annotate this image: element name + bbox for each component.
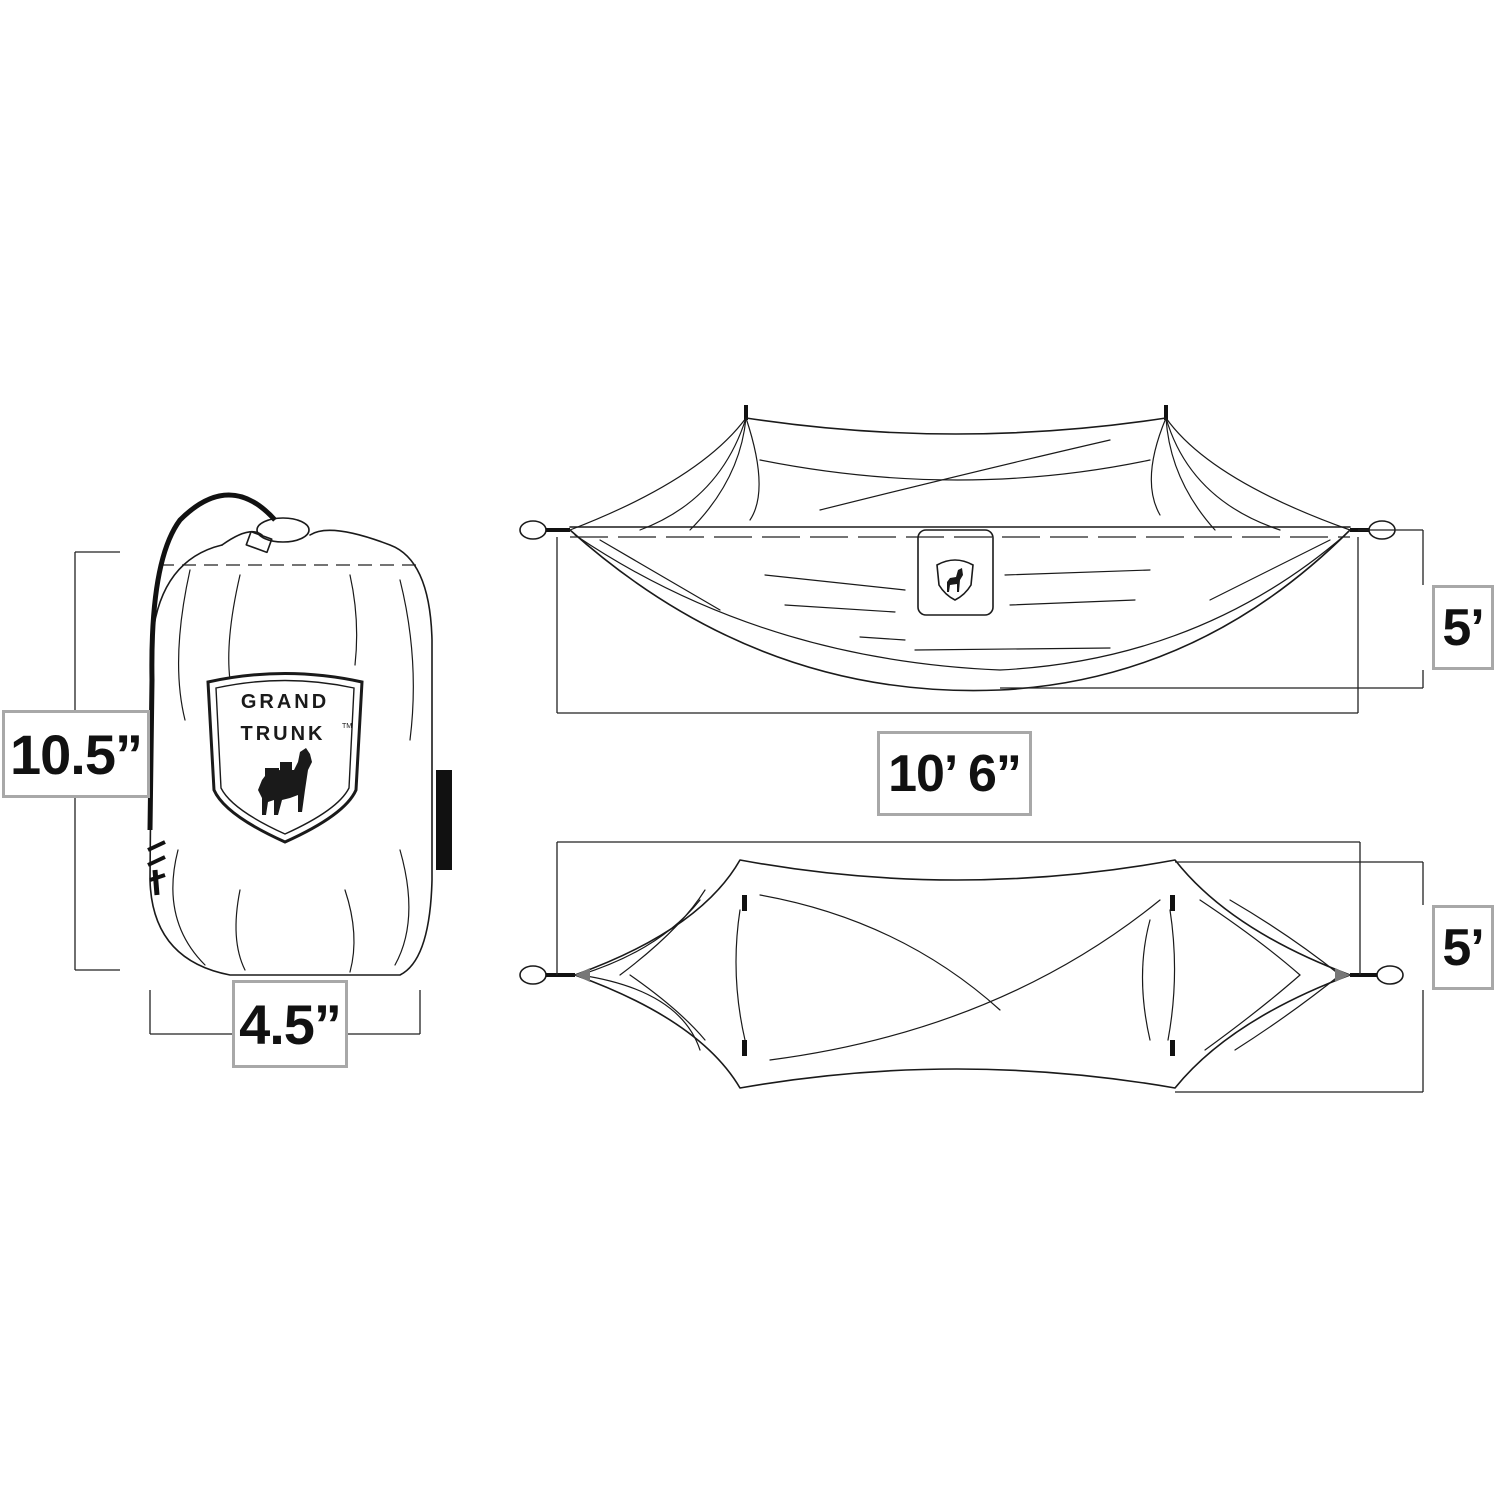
left-carabiner-icon: [519, 520, 547, 540]
hammock-top-length-bracket: [556, 841, 1361, 975]
sack-width-bracket: [149, 990, 421, 1035]
hammock-top-outline: [574, 859, 1351, 1089]
brand-name-line1: GRAND: [241, 691, 329, 713]
sack-height-bracket: [74, 551, 120, 971]
hammock-top-width-bracket: [1175, 861, 1424, 1093]
hammock-top-width-label: 5’: [1432, 905, 1494, 990]
sack-side-tab: [436, 770, 452, 870]
trademark-mark: TM: [342, 723, 352, 730]
brand-name-line2: TRUNK: [241, 723, 326, 745]
cord-lock: [256, 517, 310, 543]
left-carabiner-top-icon: [519, 965, 547, 985]
llama-icon: [258, 748, 312, 815]
stuff-sack: GRAND TRUNK TM: [147, 492, 452, 976]
drawcord: [147, 492, 277, 831]
hammock-side-height-label: 5’: [1432, 585, 1494, 670]
mini-shield-icon: [936, 559, 974, 601]
hammock-side-view: [519, 405, 1396, 692]
hammock-length-label: 10’ 6”: [877, 731, 1032, 816]
brand-shield-logo: GRAND TRUNK TM: [206, 672, 364, 844]
hammock-label-patch: [917, 529, 994, 616]
sack-height-label: 10.5”: [2, 710, 150, 798]
right-carabiner-top-icon: [1376, 965, 1404, 985]
hammock-top-view: [519, 859, 1404, 1089]
hammock-side-height-bracket: [1000, 529, 1424, 689]
sack-width-label: 4.5”: [232, 980, 348, 1068]
hammock-length-bracket: [556, 537, 1359, 714]
